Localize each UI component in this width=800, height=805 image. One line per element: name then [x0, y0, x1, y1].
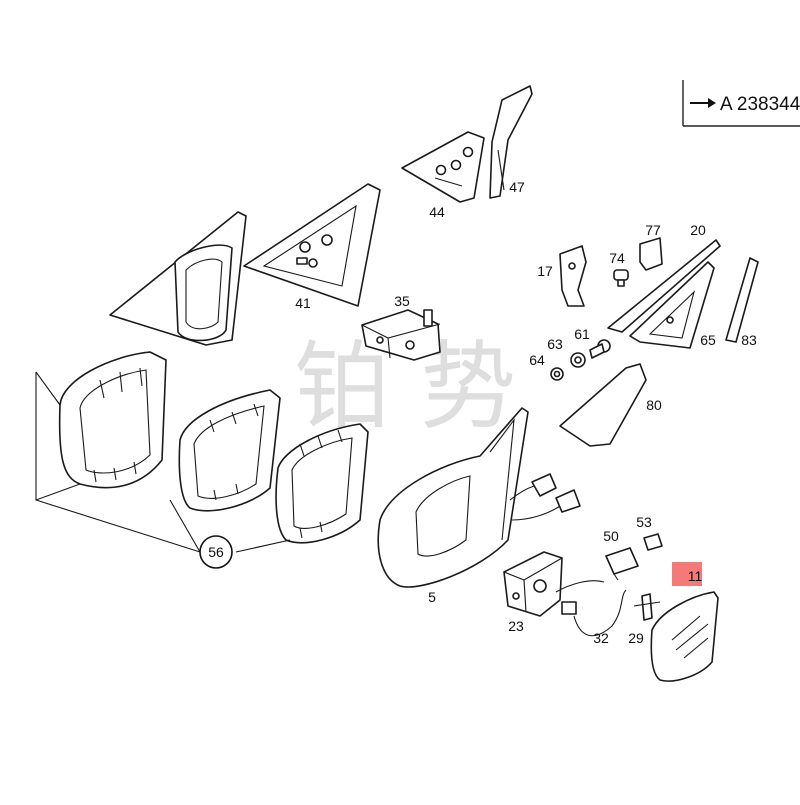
callout-74: 74 [609, 250, 625, 266]
part-83-strip [725, 257, 759, 343]
part-5-mirror-head [377, 407, 529, 588]
callout-47: 47 [509, 179, 525, 195]
connector-lower [511, 489, 581, 521]
part-74-screw [613, 269, 629, 287]
callout-32: 32 [593, 630, 609, 646]
part-29-pin [633, 593, 661, 621]
callout-29: 29 [628, 630, 644, 646]
callout-5: 5 [428, 589, 436, 605]
callout-53: 53 [636, 514, 652, 530]
callout-65: 65 [700, 332, 716, 348]
callout-20: 20 [690, 222, 706, 238]
callout-17: 17 [537, 263, 553, 279]
callout-56: 56 [208, 544, 224, 560]
part-56-frame [178, 389, 281, 512]
reference-number: A 238344 [720, 94, 800, 115]
callout-56-circle [199, 535, 233, 569]
connector-upper [509, 473, 557, 501]
part-80-wedge [559, 363, 647, 447]
callout-61: 61 [574, 326, 590, 342]
part-23-actuator [503, 551, 563, 617]
part-63-spring [570, 352, 586, 368]
callout-35: 35 [394, 293, 410, 309]
part-11-mirror-glass [650, 591, 719, 682]
callout-83: 83 [741, 332, 757, 348]
callout-41: 41 [295, 295, 311, 311]
part-64-washer [550, 367, 564, 381]
part-50-connector [605, 547, 639, 581]
part-56-glass-frame [275, 423, 369, 544]
reference-box: A 238344 [682, 80, 800, 127]
callout-11: 11 [688, 568, 703, 584]
part-41-panel [243, 183, 381, 307]
callout-50: 50 [603, 528, 619, 544]
part-56-cover [58, 351, 167, 489]
part-61-bolt [589, 339, 611, 359]
right-arrow-icon [690, 98, 716, 108]
part-20-trim [607, 239, 721, 349]
part-77-cap [639, 237, 663, 271]
highlight-marker [672, 562, 702, 586]
mirror-base-shell [109, 211, 247, 346]
callout-23: 23 [508, 618, 524, 634]
part-53-plug [643, 533, 663, 551]
part-17-clip [559, 245, 587, 307]
part-44-bracket [401, 131, 485, 203]
callout-77: 77 [645, 222, 661, 238]
callout-80: 80 [646, 397, 662, 413]
part-35-motor [361, 309, 441, 361]
callout-64: 64 [529, 352, 545, 368]
callout-63: 63 [547, 336, 563, 352]
leader-lines-56 [35, 371, 291, 553]
callout-44: 44 [429, 204, 445, 220]
part-32-cable [555, 580, 627, 637]
part-47-strip [489, 85, 533, 199]
